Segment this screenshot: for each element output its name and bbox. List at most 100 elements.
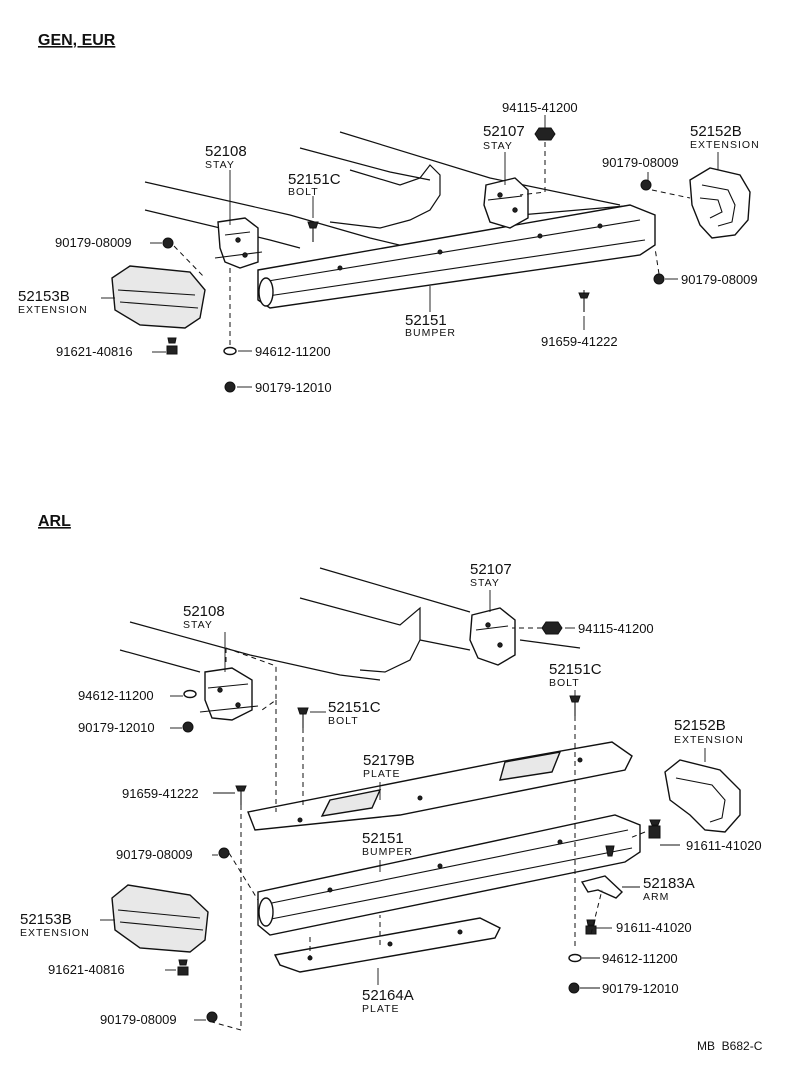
label-arl-52107-number: 52107 bbox=[470, 561, 512, 578]
bolt-icon bbox=[649, 819, 661, 826]
gen-stay-52107 bbox=[483, 177, 529, 229]
nut-icon bbox=[162, 237, 174, 249]
label-arl-52164A-number: 52164A bbox=[362, 987, 414, 1004]
label-arl-52152B-number: 52152B bbox=[674, 717, 726, 734]
label-arl-52153B-name: EXTENSION bbox=[20, 927, 90, 939]
label-arl-91659-41222: 91659-41222 bbox=[122, 786, 199, 801]
label-arl-52152B-name: EXTENSION bbox=[674, 734, 744, 746]
label-arl-94115-41200: 94115-41200 bbox=[578, 621, 654, 636]
arl-stay-52108 bbox=[199, 667, 259, 721]
nut-icon bbox=[640, 179, 652, 191]
bolt-icon bbox=[307, 221, 319, 229]
label-52153B-name: EXTENSION bbox=[18, 304, 88, 316]
gen-vehicle-frame bbox=[144, 131, 626, 251]
label-arl-52151C-left-name: BOLT bbox=[328, 715, 359, 727]
nut-icon bbox=[534, 127, 556, 141]
nut-icon bbox=[224, 381, 236, 393]
label-arl-90179-12010-bottom: 90179-12010 bbox=[602, 981, 679, 996]
arl-leader-lines bbox=[100, 590, 706, 1021]
label-52107-number: 52107 bbox=[483, 123, 525, 140]
label-52151-number: 52151 bbox=[405, 312, 447, 329]
gen-bumper-52151 bbox=[257, 204, 656, 309]
label-90179-08009-left: 90179-08009 bbox=[55, 235, 132, 250]
arl-plate-52164A bbox=[273, 917, 501, 973]
label-52151C-name: BOLT bbox=[288, 186, 319, 198]
label-94115-41200: 94115-41200 bbox=[502, 100, 578, 115]
label-arl-91621-40816: 91621-40816 bbox=[48, 962, 125, 977]
gen-extension-52153B bbox=[111, 265, 206, 329]
arl-stay-52107 bbox=[469, 607, 516, 666]
nut-icon bbox=[653, 273, 665, 285]
washer-icon bbox=[223, 346, 237, 356]
label-arl-91611-41020-lower: 91611-41020 bbox=[616, 920, 692, 935]
gen-extension-52152B bbox=[689, 167, 751, 239]
label-52152B-name: EXTENSION bbox=[690, 139, 760, 151]
label-52151-name: BUMPER bbox=[405, 327, 456, 339]
label-arl-52164A-name: PLATE bbox=[362, 1003, 399, 1015]
label-arl-91611-41020-upper: 91611-41020 bbox=[686, 838, 762, 853]
label-91621-40816: 91621-40816 bbox=[56, 344, 133, 359]
arl-plate-52179B bbox=[247, 741, 633, 831]
label-arl-52183A-number: 52183A bbox=[643, 875, 695, 892]
label-91659-41222: 91659-41222 bbox=[541, 334, 618, 349]
gen-leader-lines bbox=[101, 115, 719, 388]
washer-icon bbox=[183, 689, 197, 699]
nut-icon bbox=[568, 982, 580, 994]
bolt-icon bbox=[586, 919, 596, 926]
label-arl-52151C-right-number: 52151C bbox=[549, 661, 602, 678]
label-arl-52151C-right-name: BOLT bbox=[549, 677, 580, 689]
section-heading-arl: ARL bbox=[38, 513, 71, 530]
label-arl-52179B-number: 52179B bbox=[363, 752, 415, 769]
bolt-icon bbox=[235, 785, 247, 792]
arl-arm-52183A bbox=[580, 845, 624, 899]
label-arl-52179B-name: PLATE bbox=[363, 768, 400, 780]
arl-vehicle-frame bbox=[119, 567, 581, 681]
bolt-icon bbox=[297, 707, 309, 715]
label-arl-94612-11200: 94612-11200 bbox=[78, 688, 154, 703]
label-94612-11200: 94612-11200 bbox=[255, 344, 331, 359]
arl-labels: 52107 STAY 94115-41200 52108 STAY 94612-… bbox=[20, 561, 762, 1027]
label-90179-12010: 90179-12010 bbox=[255, 380, 332, 395]
section-heading-gen-eur: GEN, EUR bbox=[38, 32, 116, 49]
bolt-icon bbox=[167, 337, 177, 344]
label-52107-name: STAY bbox=[483, 140, 513, 152]
nut-icon bbox=[206, 1011, 218, 1023]
arl-bumper-52151 bbox=[257, 814, 641, 936]
gen-assembly-lines bbox=[173, 142, 691, 345]
label-arl-52107-name: STAY bbox=[470, 577, 500, 589]
bolt-icon bbox=[569, 695, 581, 703]
label-arl-90179-12010: 90179-12010 bbox=[78, 720, 155, 735]
arl-hardware bbox=[177, 621, 661, 1023]
nut-icon bbox=[541, 621, 563, 635]
label-arl-52108-name: STAY bbox=[183, 619, 213, 631]
label-52108-name: STAY bbox=[205, 159, 235, 171]
label-52108-number: 52108 bbox=[205, 143, 247, 160]
label-52151C-number: 52151C bbox=[288, 171, 341, 188]
label-arl-52108-number: 52108 bbox=[183, 603, 225, 620]
gen-hardware bbox=[162, 127, 665, 393]
label-90179-08009-lower: 90179-08009 bbox=[681, 272, 758, 287]
label-arl-52153B-number: 52153B bbox=[20, 911, 72, 928]
label-arl-52151C-left-number: 52151C bbox=[328, 699, 381, 716]
figure-code: MB B682-C bbox=[697, 1039, 763, 1053]
gen-labels: 52108 STAY 52151C BOLT 52107 STAY 94115-… bbox=[18, 100, 760, 395]
label-arl-52151-number: 52151 bbox=[362, 830, 404, 847]
bolt-icon bbox=[578, 292, 590, 299]
nut-icon bbox=[182, 721, 194, 733]
washer-icon bbox=[568, 953, 582, 963]
nut-icon bbox=[218, 847, 230, 859]
arl-assembly-lines bbox=[211, 627, 646, 1031]
label-arl-90179-08009-mid: 90179-08009 bbox=[116, 847, 193, 862]
arl-extension-52153B bbox=[111, 884, 209, 953]
label-arl-94612-11200-bottom: 94612-11200 bbox=[602, 951, 678, 966]
label-arl-52151-name: BUMPER bbox=[362, 846, 413, 858]
arl-extension-52152B bbox=[664, 759, 741, 833]
gen-stay-52108 bbox=[214, 217, 263, 269]
label-arl-52183A-name: ARM bbox=[643, 891, 669, 903]
label-52152B-number: 52152B bbox=[690, 123, 742, 140]
label-90179-08009-upper: 90179-08009 bbox=[602, 155, 679, 170]
label-52153B-number: 52153B bbox=[18, 288, 70, 305]
bolt-icon bbox=[178, 959, 188, 966]
label-arl-90179-08009-bottom: 90179-08009 bbox=[100, 1012, 177, 1027]
